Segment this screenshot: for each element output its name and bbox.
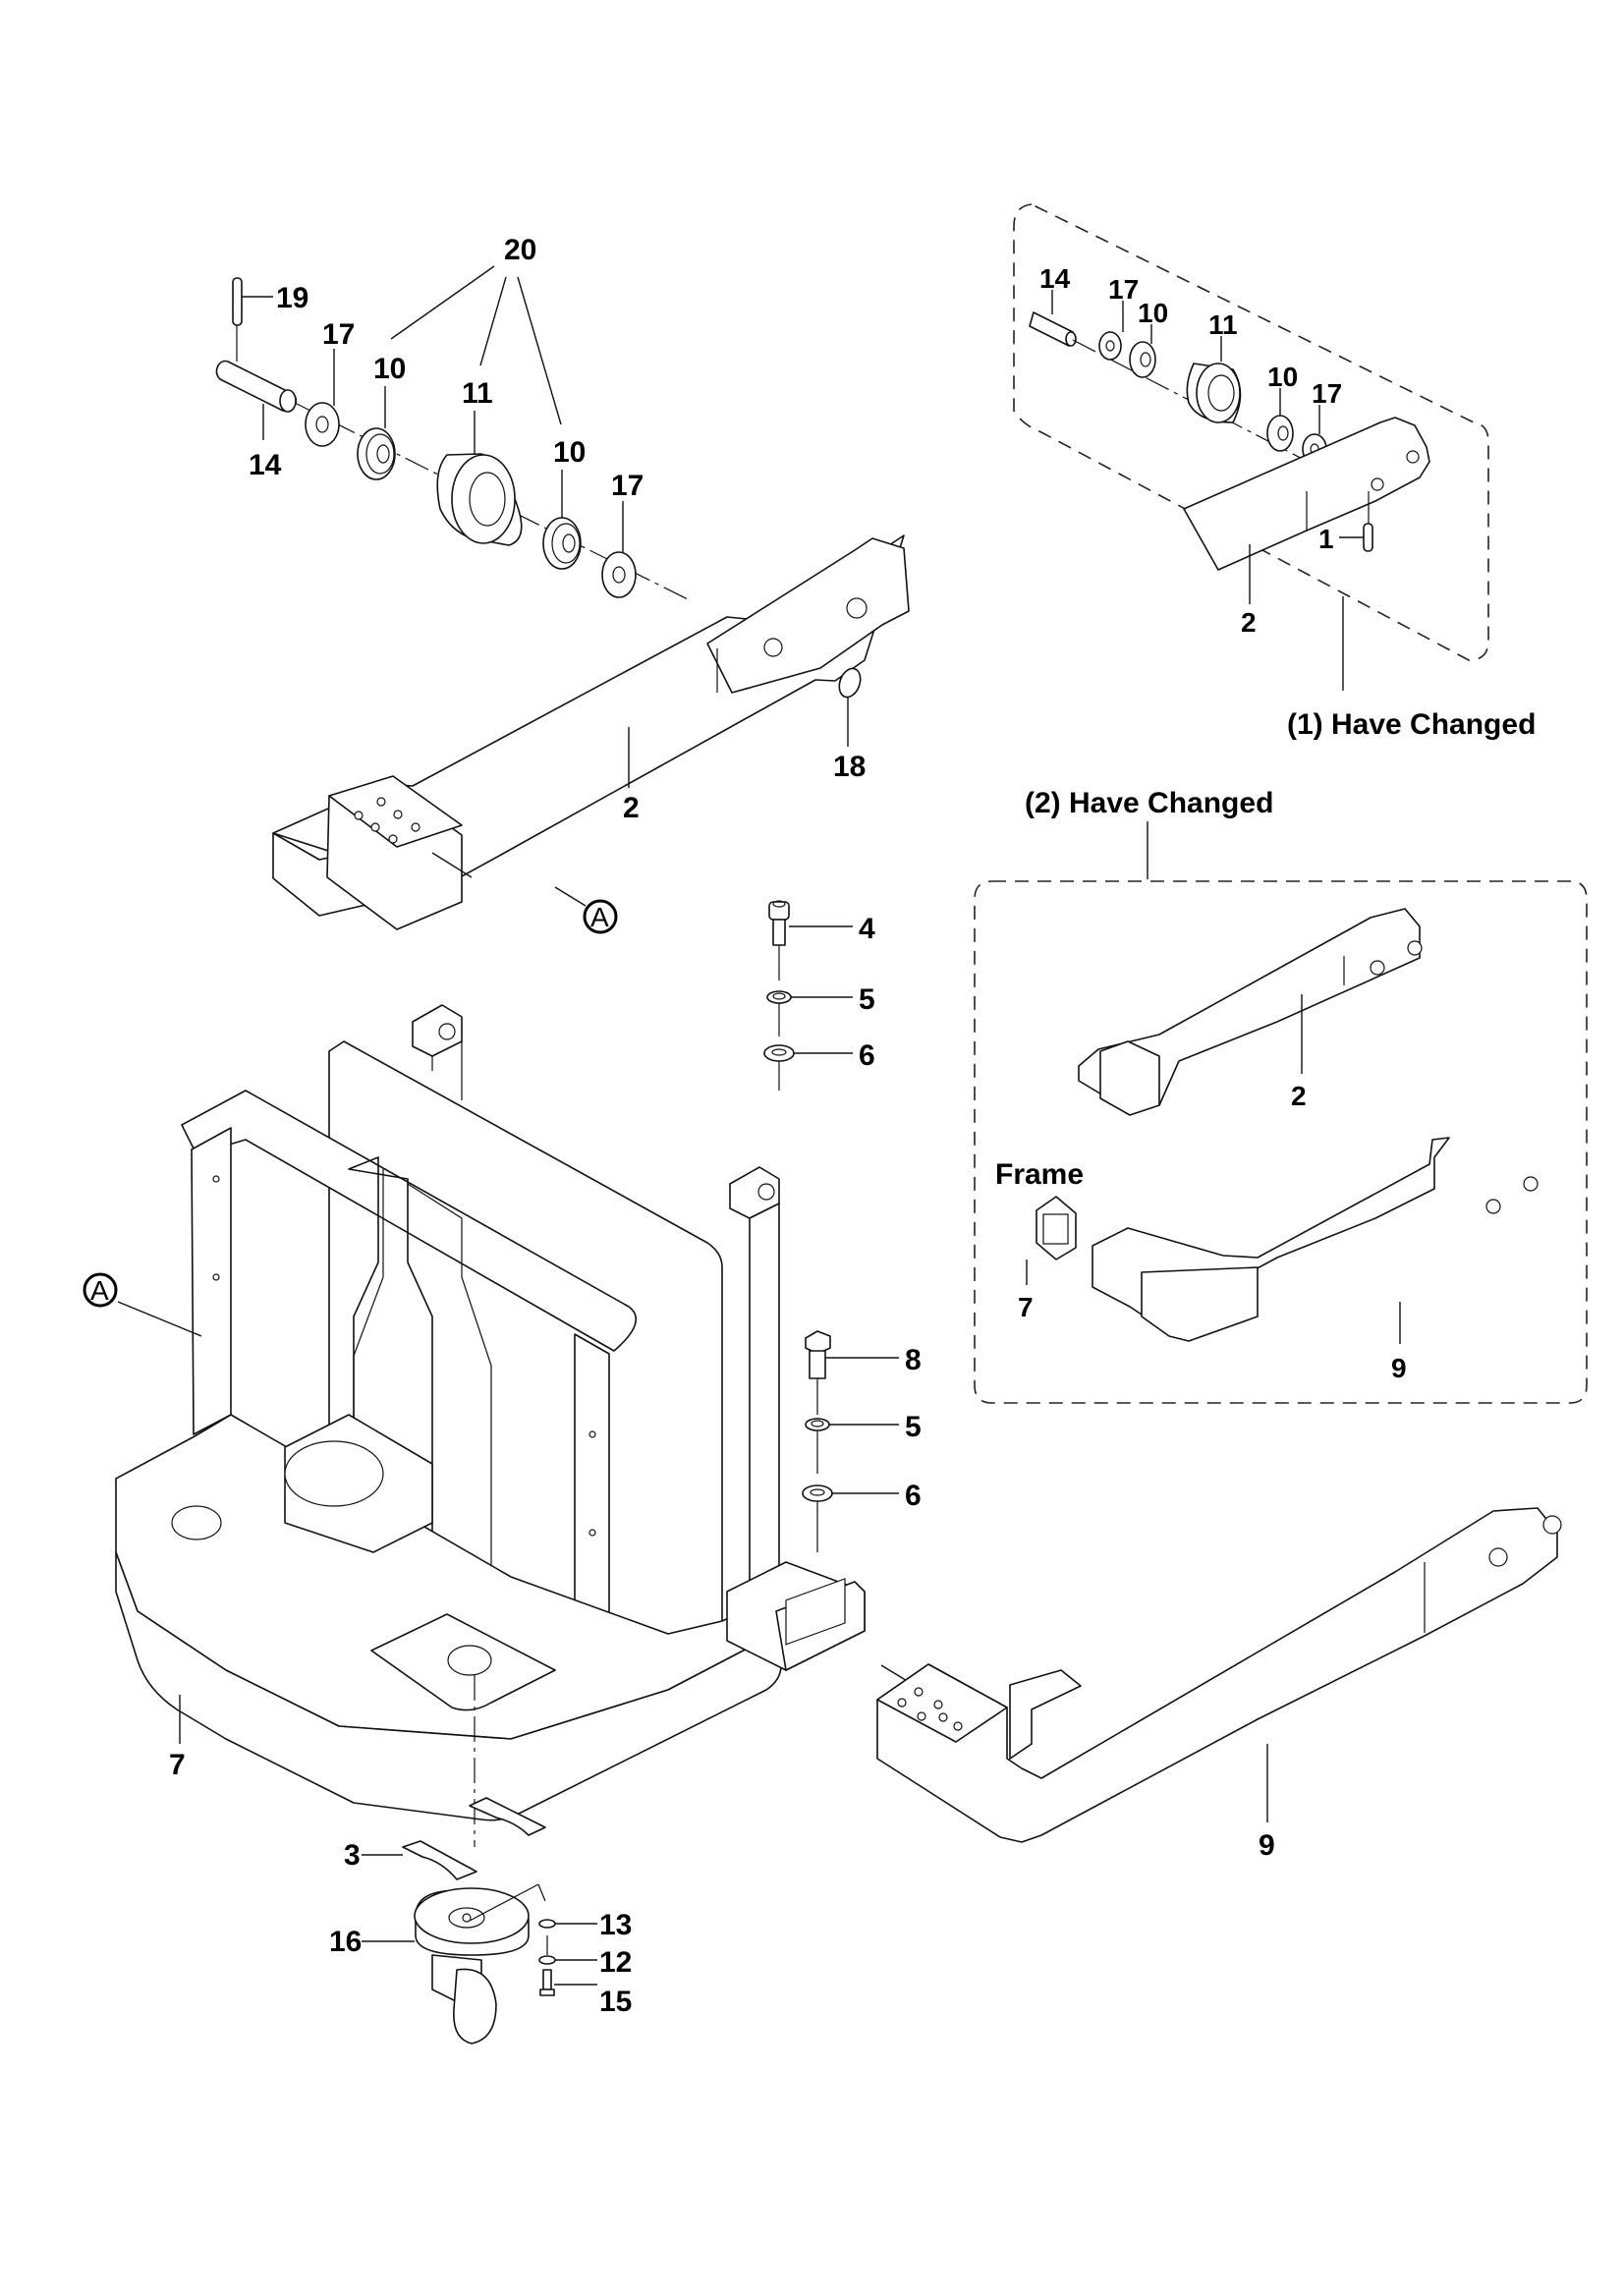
- part-13-washer: [538, 1919, 597, 1929]
- part-11-roller: [436, 411, 523, 546]
- fasteners-lower-group: [802, 1330, 899, 1552]
- part-17-washer: [1098, 301, 1124, 361]
- callout-4: 4: [859, 913, 875, 945]
- callout-17: 17: [1108, 274, 1139, 305]
- callout-1: 1: [1318, 524, 1334, 554]
- callout-10: 10: [1267, 362, 1298, 392]
- svg-text:A: A: [90, 1275, 109, 1306]
- part-8-hex-bolt: [805, 1330, 899, 1415]
- change-note-2-boundary: [974, 880, 1588, 1404]
- caster-group: [362, 1797, 597, 2044]
- callout-12: 12: [599, 1946, 632, 1979]
- callout-18: 18: [833, 751, 866, 783]
- part-9-load-arm: [876, 1507, 1562, 1843]
- part-3-shim-plate: [362, 1840, 477, 1880]
- part-3-shim-plate-upper: [469, 1797, 546, 1836]
- load-arm-group: [215, 265, 910, 930]
- part-2-load-arm: [1183, 417, 1430, 604]
- part-18-snap-ring: [838, 667, 862, 747]
- callout-8: 8: [905, 1344, 922, 1376]
- callout-17: 17: [322, 318, 355, 351]
- part-2-load-arm: [272, 534, 910, 930]
- part-15-bolt: [539, 1969, 597, 1996]
- change-note-1-group: [1013, 203, 1489, 691]
- part-6-flat-washer: [802, 1484, 899, 1552]
- callout-2: 2: [623, 792, 640, 824]
- frame-label: Frame: [995, 1158, 1084, 1191]
- part-12-nut: [538, 1935, 597, 1965]
- callout-11: 11: [1208, 309, 1238, 340]
- callout-6: 6: [905, 1480, 922, 1512]
- part-11-roller: [1186, 336, 1242, 423]
- callout-7: 7: [1018, 1292, 1034, 1322]
- reference-marker-a-lower: A: [83, 1272, 118, 1308]
- callout-5: 5: [859, 983, 875, 1016]
- callout-16: 16: [329, 1926, 362, 1958]
- part-9-load-arm: [1092, 1137, 1539, 1344]
- svg-text:A: A: [590, 902, 609, 932]
- part-10-bearing: [542, 470, 582, 570]
- callout-19: 19: [276, 282, 308, 314]
- callout-11: 11: [462, 377, 493, 410]
- part-7-frame-socket: [1026, 1196, 1077, 1285]
- callout-17: 17: [611, 470, 644, 502]
- callout-3: 3: [344, 1839, 361, 1872]
- part-1-pin: [1339, 491, 1373, 552]
- callout-10: 10: [1138, 298, 1168, 328]
- part-14-shaft: [215, 360, 298, 440]
- callout-7: 7: [169, 1749, 186, 1781]
- part-2-load-arm: [1078, 908, 1423, 1116]
- reference-marker-a-upper: A: [583, 899, 618, 934]
- callout-9: 9: [1259, 1829, 1275, 1862]
- part-7-main-frame: [115, 1004, 910, 1847]
- part-6-flat-washer: [763, 1044, 853, 1091]
- callout-13: 13: [599, 1909, 632, 1941]
- callout-10: 10: [553, 436, 586, 469]
- callout-6: 6: [859, 1039, 875, 1072]
- part-17-washer: [305, 349, 340, 447]
- part-10-bearing: [1266, 388, 1294, 452]
- part-5-spring-washer: [805, 1418, 899, 1474]
- callout-14: 14: [1039, 263, 1071, 294]
- callout-9: 9: [1391, 1353, 1407, 1383]
- callout-17: 17: [1312, 378, 1342, 409]
- callout-14: 14: [249, 449, 282, 481]
- callout-5: 5: [905, 1411, 922, 1443]
- part-16-caster-wheel: [362, 1883, 546, 2044]
- callout-2: 2: [1241, 607, 1257, 638]
- part-10-bearing: [1129, 324, 1156, 378]
- part-4-socket-head-bolt: [768, 900, 853, 980]
- part-17-washer: [601, 501, 637, 598]
- change-note-2-label: (2) Have Changed: [1025, 787, 1273, 819]
- change-note-1-label: (1) Have Changed: [1287, 708, 1536, 741]
- change-note-2-group: [974, 880, 1588, 1404]
- callout-15: 15: [599, 1986, 632, 2018]
- fasteners-upper-group: [763, 900, 853, 1091]
- part-10-bearing: [357, 386, 396, 480]
- part-19-roll-pin: [232, 277, 273, 362]
- callout-20: 20: [504, 234, 536, 266]
- part-5-spring-washer: [766, 990, 853, 1036]
- part-14-shaft: [1029, 290, 1077, 347]
- callout-2: 2: [1291, 1081, 1307, 1111]
- callout-10: 10: [373, 353, 406, 385]
- change-note-1-boundary: [1013, 203, 1489, 661]
